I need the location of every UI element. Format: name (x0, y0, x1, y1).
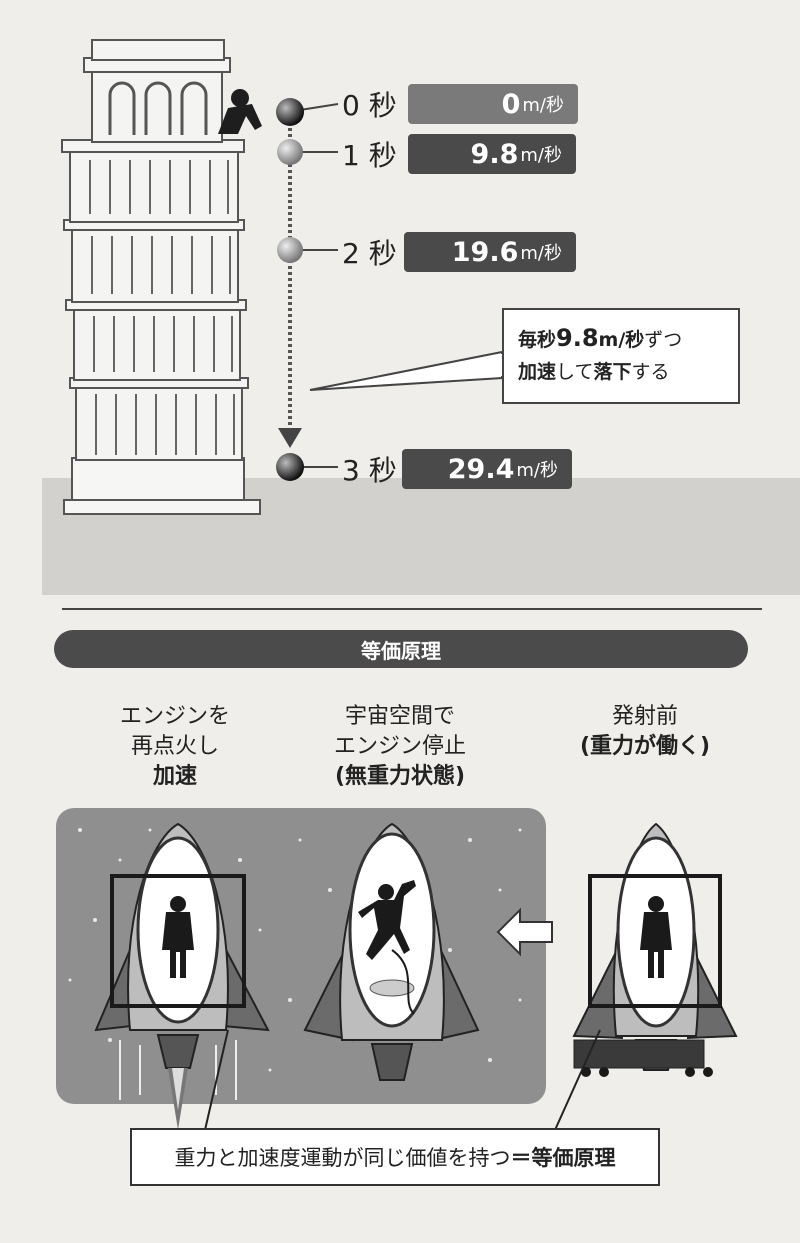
time-label-3: 3 秒 (342, 454, 397, 487)
banner-equivalence-principle: 等価原理 (54, 630, 748, 668)
time-label-1: 1 秒 (342, 139, 397, 172)
summary-bold: ＝等価原理 (510, 1146, 616, 1170)
caption-right: 発射前 (重力が働く) (579, 704, 711, 759)
ball-2s (277, 237, 303, 263)
time-label-0: 0 秒 (342, 89, 397, 122)
tower-illustration (42, 39, 800, 595)
acceleration-callout: 毎秒9.8m/秒ずつ 加速して落下する (502, 308, 740, 404)
section-divider (62, 608, 762, 610)
equivalence-summary-box: 重力と加速度運動が同じ価値を持つ＝等価原理 (130, 1128, 660, 1186)
caption-left: エンジンを 再点火し 加速 (119, 704, 230, 789)
time-label-2: 2 秒 (342, 237, 397, 270)
person-silhouette (218, 89, 262, 134)
ball-1s (277, 139, 303, 165)
ball-0s (276, 98, 304, 126)
caption-middle: 宇宙空間で エンジン停止 (無重力状態) (333, 704, 466, 789)
rocket-middle (303, 822, 480, 1081)
rocket-right (572, 822, 738, 1077)
ball-3s (276, 453, 304, 481)
left-arrow-icon (496, 907, 553, 957)
summary-text: 重力と加速度運動が同じ価値を持つ (174, 1146, 511, 1170)
rockets-illustration (56, 808, 738, 1131)
down-arrow-icon (278, 428, 302, 448)
rocket-left (94, 822, 270, 1130)
